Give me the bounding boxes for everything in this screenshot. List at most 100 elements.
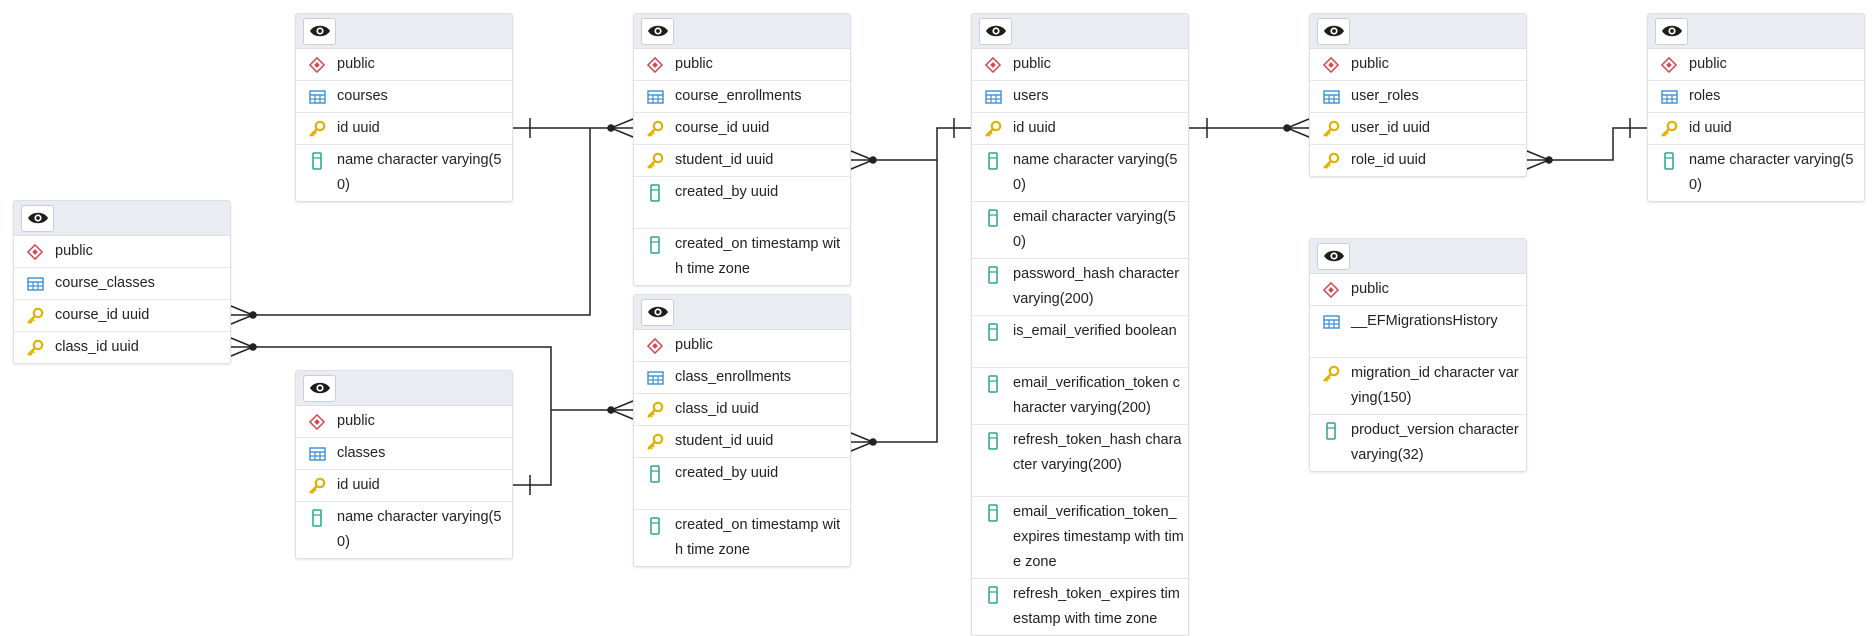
table-node-user-roles[interactable]: public user_roles user_id uuid role_id uuid bbox=[1309, 13, 1527, 177]
key-column-row[interactable]: id uuid bbox=[1648, 113, 1864, 145]
eye-icon[interactable] bbox=[641, 298, 674, 326]
key-column-label: role_id uuid bbox=[1351, 152, 1426, 168]
table-grid-icon bbox=[26, 271, 44, 296]
eye-icon[interactable] bbox=[1317, 242, 1350, 270]
schema-name-label: public bbox=[675, 337, 713, 353]
eye-icon[interactable] bbox=[641, 17, 674, 45]
key-column-row[interactable]: course_id uuid bbox=[14, 300, 230, 332]
table-name-row[interactable]: roles bbox=[1648, 81, 1864, 113]
eye-icon[interactable] bbox=[303, 17, 336, 45]
table-name-label: user_roles bbox=[1351, 88, 1419, 104]
schema-name-label: public bbox=[1013, 56, 1051, 72]
column-label: name character varying(50) bbox=[337, 152, 502, 193]
key-column-row[interactable]: role_id uuid bbox=[1310, 145, 1526, 176]
table-node-class-enrollments[interactable]: public class_enrollments class_id uuid stud… bbox=[633, 294, 851, 567]
table-name-label: course_enrollments bbox=[675, 88, 802, 104]
key-column-label: course_id uuid bbox=[55, 307, 150, 323]
column-label: email character varying(50) bbox=[1013, 209, 1176, 250]
column-row[interactable]: name character varying(50) bbox=[1648, 145, 1864, 201]
schema-name-row[interactable]: public bbox=[14, 236, 230, 268]
table-header bbox=[634, 14, 850, 49]
column-row[interactable]: created_by uuid bbox=[634, 177, 850, 229]
column-row[interactable]: email character varying(50) bbox=[972, 202, 1188, 259]
table-node-course-enrollments[interactable]: public course_enrollments course_id uuid st… bbox=[633, 13, 851, 286]
key-column-row[interactable]: id uuid bbox=[972, 113, 1188, 145]
column-row[interactable]: created_on timestamp with time zone bbox=[634, 229, 850, 285]
key-column-row[interactable]: migration_id character varying(150) bbox=[1310, 358, 1526, 415]
line-classes-course-classes bbox=[251, 346, 552, 486]
table-node-ef-history[interactable]: public __EFMigrationsHistory migration_id … bbox=[1309, 238, 1527, 472]
schema-name-row[interactable]: public bbox=[634, 330, 850, 362]
many-marker-dot bbox=[869, 438, 877, 446]
schema-name-row[interactable]: public bbox=[1310, 49, 1526, 81]
table-name-label: course_classes bbox=[55, 275, 155, 291]
column-icon bbox=[646, 232, 664, 257]
schema-name-row[interactable]: public bbox=[1310, 274, 1526, 306]
column-label: is_email_verified boolean bbox=[1013, 323, 1177, 339]
column-row[interactable]: is_email_verified boolean bbox=[972, 316, 1188, 368]
table-name-row[interactable]: classes bbox=[296, 438, 512, 470]
key-column-row[interactable]: id uuid bbox=[296, 113, 512, 145]
eye-icon[interactable] bbox=[1655, 17, 1688, 45]
key-column-label: student_id uuid bbox=[675, 152, 774, 168]
key-column-label: class_id uuid bbox=[675, 401, 759, 417]
eye-icon[interactable] bbox=[303, 374, 336, 402]
column-row[interactable]: product_version character varying(32) bbox=[1310, 415, 1526, 471]
key-column-row[interactable]: id uuid bbox=[296, 470, 512, 502]
key-column-row[interactable]: class_id uuid bbox=[14, 332, 230, 363]
table-name-row[interactable]: courses bbox=[296, 81, 512, 113]
many-marker-dot bbox=[249, 311, 257, 319]
table-name-row[interactable]: users bbox=[972, 81, 1188, 113]
table-name-row[interactable]: user_roles bbox=[1310, 81, 1526, 113]
table-name-row[interactable]: course_classes bbox=[14, 268, 230, 300]
schema-name-row[interactable]: public bbox=[972, 49, 1188, 81]
table-node-courses[interactable]: public courses id uuid name character varyi… bbox=[295, 13, 513, 202]
eye-icon[interactable] bbox=[1317, 17, 1350, 45]
column-row[interactable]: name character varying(50) bbox=[296, 145, 512, 201]
schema-name-row[interactable]: public bbox=[634, 49, 850, 81]
table-name-label: class_enrollments bbox=[675, 369, 792, 385]
column-row[interactable]: password_hash character varying(200) bbox=[972, 259, 1188, 316]
table-grid-icon bbox=[1322, 309, 1340, 334]
key-column-row[interactable]: course_id uuid bbox=[634, 113, 850, 145]
column-row[interactable]: email_verification_token_expires timesta… bbox=[972, 497, 1188, 579]
table-name-row[interactable]: course_enrollments bbox=[634, 81, 850, 113]
column-row[interactable]: name character varying(50) bbox=[972, 145, 1188, 202]
table-grid-icon bbox=[308, 441, 326, 466]
table-name-label: courses bbox=[337, 88, 388, 104]
schema-name-row[interactable]: public bbox=[1648, 49, 1864, 81]
table-name-row[interactable]: class_enrollments bbox=[634, 362, 850, 394]
column-row[interactable]: created_by uuid bbox=[634, 458, 850, 510]
schema-diamond-icon bbox=[646, 52, 664, 77]
many-marker-dot bbox=[1283, 124, 1291, 132]
key-column-row[interactable]: student_id uuid bbox=[634, 426, 850, 458]
key-column-row[interactable]: class_id uuid bbox=[634, 394, 850, 426]
key-column-row[interactable]: user_id uuid bbox=[1310, 113, 1526, 145]
schema-name-row[interactable]: public bbox=[296, 49, 512, 81]
column-row[interactable]: refresh_token_hash character varying(200… bbox=[972, 425, 1188, 497]
key-column-label: migration_id character varying(150) bbox=[1351, 365, 1519, 406]
table-name-label: __EFMigrationsHistory bbox=[1351, 313, 1498, 329]
primary-key-icon bbox=[26, 303, 44, 328]
table-grid-icon bbox=[1660, 84, 1678, 109]
column-row[interactable]: created_on timestamp with time zone bbox=[634, 510, 850, 566]
column-row[interactable]: email_verification_token character varyi… bbox=[972, 368, 1188, 425]
schema-name-row[interactable]: public bbox=[296, 406, 512, 438]
column-icon bbox=[646, 513, 664, 538]
key-column-row[interactable]: student_id uuid bbox=[634, 145, 850, 177]
table-name-row[interactable]: __EFMigrationsHistory bbox=[1310, 306, 1526, 358]
column-row[interactable]: name character varying(50) bbox=[296, 502, 512, 558]
column-row[interactable]: refresh_token_expires timestamp with tim… bbox=[972, 579, 1188, 635]
table-header bbox=[634, 295, 850, 330]
eye-icon[interactable] bbox=[979, 17, 1012, 45]
column-icon bbox=[984, 582, 1002, 607]
primary-key-icon bbox=[1322, 361, 1340, 386]
table-node-course-classes[interactable]: public course_classes course_id uuid class_… bbox=[13, 200, 231, 364]
eye-icon[interactable] bbox=[21, 204, 54, 232]
primary-key-icon bbox=[646, 148, 664, 173]
table-grid-icon bbox=[646, 84, 664, 109]
primary-key-icon bbox=[26, 335, 44, 360]
